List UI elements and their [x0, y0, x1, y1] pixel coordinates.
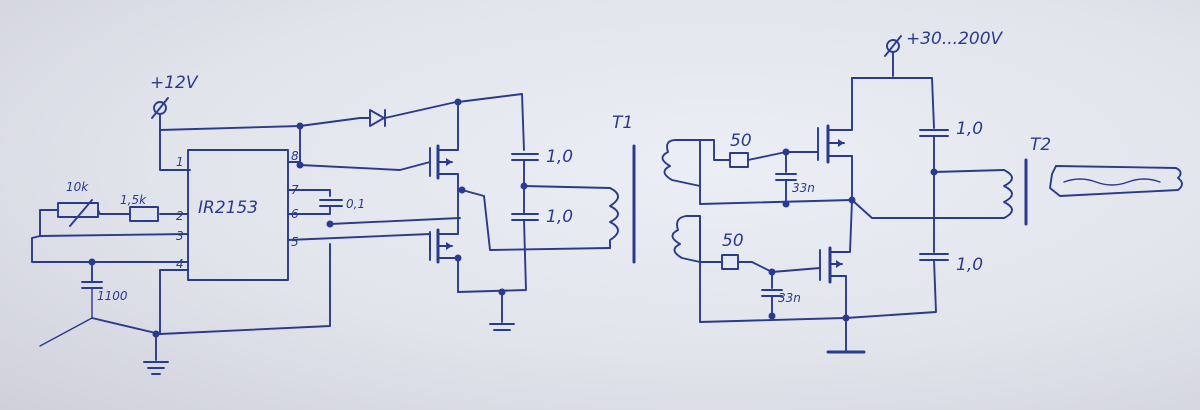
mosfet-low-left [429, 217, 459, 293]
secondary-wave [1063, 178, 1161, 186]
wire-gate-coil-top [699, 139, 731, 161]
ic-ir2153 [187, 149, 289, 281]
ic-label: IR2153 [198, 198, 258, 218]
node-low-source [454, 254, 462, 262]
pot-wiper-arrow [69, 199, 93, 227]
gate-coil-top [661, 139, 701, 187]
ic-pin-8: 8 [291, 149, 299, 163]
supply-terminal-12v [151, 97, 169, 131]
wire-ground-bus [91, 243, 331, 335]
resistor-gate-top [729, 152, 749, 168]
wire-pot-left [39, 209, 59, 237]
label-c-snub-bot: 33n [778, 291, 801, 305]
label-c-right-top: 1,0 [956, 119, 983, 139]
ic-pin-3: 3 [176, 229, 184, 243]
ic-pin-4: 4 [176, 257, 184, 271]
wire-t2-bottom [851, 199, 1005, 219]
ground-symbol-right [489, 323, 515, 331]
wire-pin6 [287, 205, 331, 215]
wire-pin4 [159, 269, 189, 335]
potentiometer-10k [57, 202, 99, 218]
label-c-snub-top: 33n [792, 181, 815, 195]
label-r-gate-top: 50 [730, 131, 752, 151]
wire-top-rail [159, 117, 361, 131]
mosfet-high-left [429, 101, 459, 197]
label-c-boot: 0,1 [346, 197, 365, 211]
node-snub-bot [768, 312, 776, 320]
label-r-15k: 1,5k [120, 193, 147, 207]
wire-gate-bot [737, 261, 821, 273]
wire-coil-top-return [699, 185, 853, 205]
wire-cap-right-bot [845, 259, 937, 319]
t2-winding [1003, 169, 1013, 219]
wire-t1-bottom [461, 189, 611, 251]
wire-pin1 [159, 129, 191, 171]
wire-cap-bottom [39, 287, 93, 347]
supply-terminal-hv [884, 35, 902, 77]
ic-pin-1: 1 [176, 155, 184, 169]
label-vcc-12v: +12V [150, 73, 199, 93]
ground-symbol-left [143, 361, 169, 375]
wire-t2-top [933, 169, 1005, 173]
label-r-10k: 10k [66, 180, 89, 194]
wire-gate-top [747, 151, 811, 161]
wire-cap-rail-bot [457, 219, 527, 293]
wire-pin5-gate-low [287, 233, 431, 251]
wire-hv-rail [851, 77, 935, 129]
label-c-right-bot: 1,0 [956, 255, 983, 275]
wire-t1-top [523, 185, 611, 189]
label-t1: T1 [612, 113, 633, 133]
wire-pin7-gate-high [299, 161, 431, 171]
label-c-half-bot: 1,0 [546, 207, 573, 227]
diode-bootstrap [359, 101, 457, 127]
gate-coil-bottom [671, 215, 701, 263]
wire-pin7 [287, 189, 331, 197]
wire-midpoint [329, 217, 461, 225]
t1-winding [609, 187, 619, 249]
label-vcc-hv: +30...200V [906, 29, 1004, 49]
label-c-timing: 1100 [97, 289, 128, 303]
ic-pin-5: 5 [291, 235, 299, 249]
wire-cap-rail-top [457, 93, 525, 151]
secondary-rod [1049, 165, 1183, 197]
resistor-gate-bot [721, 254, 739, 270]
wire-pot-right [97, 209, 101, 215]
label-t2: T2 [1030, 135, 1051, 155]
label-c-half-top: 1,0 [546, 147, 573, 167]
mosfet-high-right [809, 121, 853, 201]
wire-coil-bot-return [699, 215, 845, 323]
wire-pin3 [31, 233, 189, 263]
ic-pin-2: 2 [176, 209, 184, 223]
label-r-gate-bot: 50 [722, 231, 744, 251]
mosfet-low-right [819, 199, 853, 319]
resistor-1k5 [129, 206, 159, 222]
